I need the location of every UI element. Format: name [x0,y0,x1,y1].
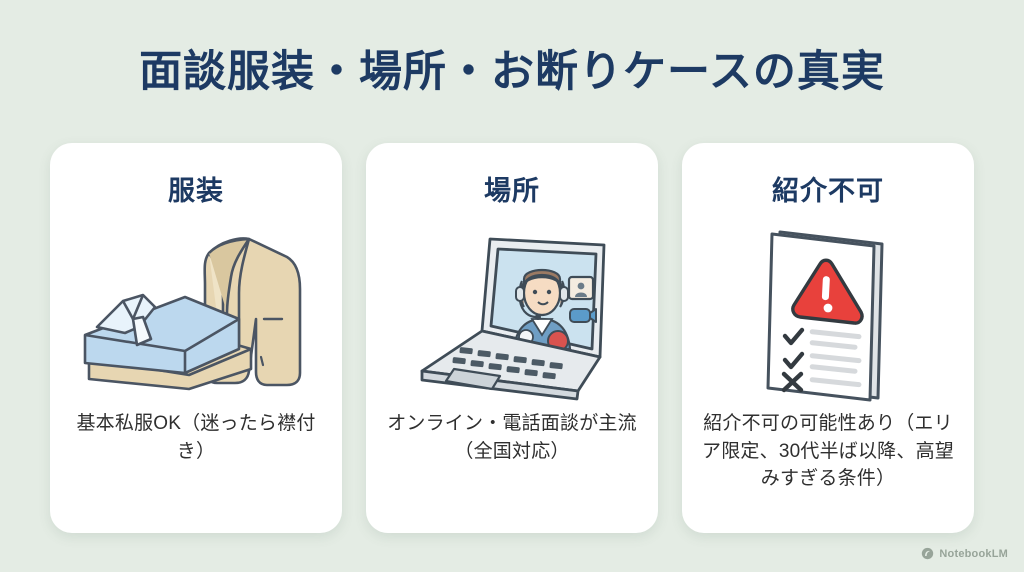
card-caption: オンライン・電話面談が主流（全国対応） [387,413,637,462]
folded-shirt-and-blazer-icon [76,220,316,410]
warning-checklist-document-icon [708,220,948,410]
notebooklm-logo-icon [922,547,934,560]
card-caption: 基本私服OK（迷ったら襟付き） [76,413,316,462]
card-title: 服装 [168,176,224,206]
card-caption: 紹介不可の可能性あり（エリア限定、30代半ば以降、高望みすぎる条件） [702,413,954,490]
card-interview-location[interactable]: 場所 [366,143,658,533]
card-row: 服装 [50,143,974,533]
laptop-video-call-icon [392,220,632,410]
card-rejection-cases[interactable]: 紹介不可 [682,143,974,533]
page-title: 面談服装・場所・お断りケースの真実 [139,48,885,96]
card-dress-code[interactable]: 服装 [50,143,342,533]
notebooklm-watermark: NotebookLM [921,547,1008,560]
watermark-label: NotebookLM [939,547,1008,560]
card-title: 場所 [484,176,540,206]
card-title: 紹介不可 [772,176,884,206]
